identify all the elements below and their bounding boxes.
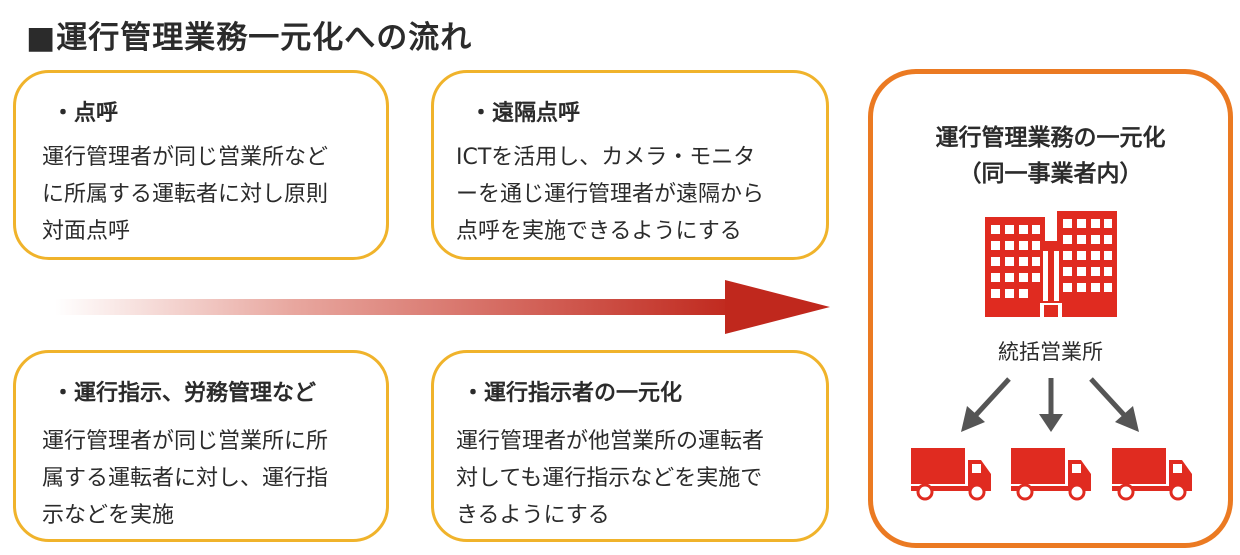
unified-title: 運行管理業務の一元化 <box>935 125 1166 151</box>
building-icon <box>985 211 1117 317</box>
tenko-description: 運行管理者が同じ営業所など に所属する運転者に対し原則 対面点呼 <box>42 139 328 250</box>
remote-tenko-description: ICTを活用し、カメラ・モニタ ーを通じ運行管理者が遠隔から 点呼を実施できるよ… <box>456 139 764 250</box>
operation-instruction-heading: ・運行指示、労務管理など <box>52 381 317 406</box>
unified-instructor-box: ・運行指示者の一元化 運行管理者が他営業所の運転者 対しても運行指示などを実施で… <box>431 350 829 542</box>
flow-arrow-icon <box>55 280 830 334</box>
tenko-line-2: に所属する運転者に対し原則 <box>42 182 329 207</box>
hq-label: 統括営業所 <box>998 340 1103 364</box>
unified-management-box: 運行管理業務の一元化 （同一事業者内） 統括営業所 <box>868 69 1233 548</box>
truck-icon-right <box>1112 448 1192 501</box>
tenko-box: ・点呼 運行管理者が同じ営業所など に所属する運転者に対し原則 対面点呼 <box>13 70 389 260</box>
unified-subtitle: （同一事業者内） <box>958 161 1143 187</box>
unified-instructor-line-2: 対しても運行指示などを実施で <box>456 466 763 491</box>
tenko-line-1: 運行管理者が同じ営業所など <box>42 145 329 170</box>
remote-tenko-heading: ・遠隔点呼 <box>470 101 581 126</box>
truck-icon-left <box>911 448 991 501</box>
remote-tenko-box: ・遠隔点呼 ICTを活用し、カメラ・モニタ ーを通じ運行管理者が遠隔から 点呼を… <box>431 70 829 260</box>
operation-instruction-line-3: 示などを実施 <box>42 503 175 528</box>
unified-instructor-heading: ・運行指示者の一元化 <box>462 381 683 406</box>
remote-tenko-line-3: 点呼を実施できるようにする <box>456 219 742 244</box>
unified-instructor-line-3: きるようにする <box>456 503 610 528</box>
operation-instruction-line-2: 属する運転者に対し、運行指 <box>42 466 329 491</box>
unified-instructor-description: 運行管理者が他営業所の運転者 対しても運行指示などを実施で きるようにする <box>456 423 764 534</box>
truck-icon-center <box>1011 448 1091 501</box>
operation-instruction-description: 運行管理者が同じ営業所に所 属する運転者に対し、運行指 示などを実施 <box>42 423 328 534</box>
page-title: ■運行管理業務一元化への流れ <box>26 20 473 56</box>
operation-instruction-line-1: 運行管理者が同じ営業所に所 <box>42 429 329 454</box>
distribution-arrows-icon <box>961 377 1139 432</box>
remote-tenko-line-1: ICTを活用し、カメラ・モニタ <box>456 145 756 170</box>
tenko-heading: ・点呼 <box>52 101 119 126</box>
tenko-line-3: 対面点呼 <box>42 219 131 244</box>
unified-instructor-line-1: 運行管理者が他営業所の運転者 <box>456 429 765 454</box>
remote-tenko-line-2: ーを通じ運行管理者が遠隔から <box>456 182 765 207</box>
operation-instruction-box: ・運行指示、労務管理など 運行管理者が同じ営業所に所 属する運転者に対し、運行指… <box>13 350 389 542</box>
